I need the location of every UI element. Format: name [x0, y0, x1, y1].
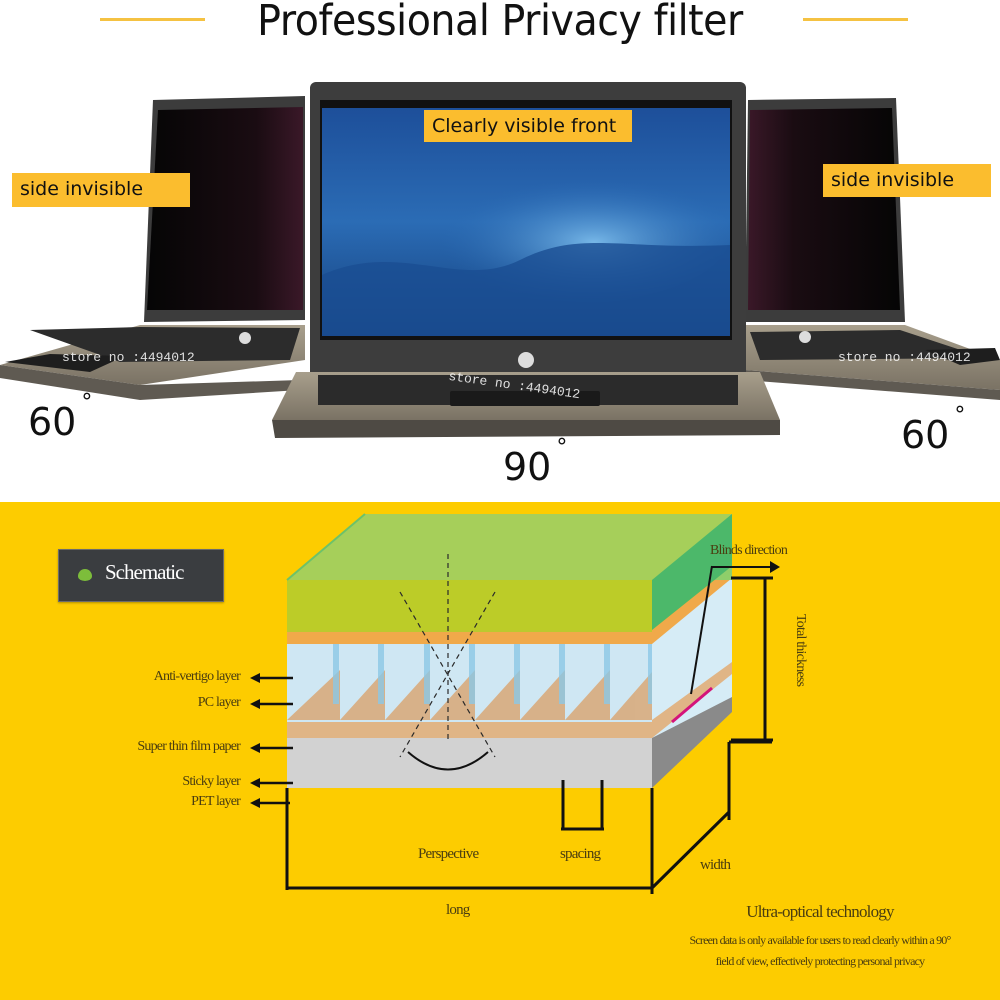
leaf-bullet-icon — [78, 569, 92, 581]
perspective-label: Perspective — [418, 846, 479, 862]
long-label: long — [446, 902, 470, 918]
watermark-left: store no :4494012 — [62, 350, 195, 365]
angle-right: 60° — [901, 403, 965, 457]
watermark-right: store no :4494012 — [838, 350, 971, 365]
layer-label-pet: PET layer — [191, 794, 241, 809]
label-side-invisible-right: side invisible — [823, 164, 991, 197]
caption-line-1: Screen data is only available for users … — [689, 933, 952, 947]
laptops-illustration — [0, 82, 1000, 438]
caption-line-2: field of view, effectively protecting pe… — [715, 954, 926, 968]
schematic-section: Schematic Anti-vertigo layer PC layer Su… — [0, 502, 1000, 1000]
schematic-label: Schematic — [105, 560, 184, 584]
layer-label-pc: PC layer — [197, 695, 241, 710]
degree-symbol: ° — [954, 403, 966, 428]
angle-left: 60° — [28, 390, 92, 444]
angle-right-value: 60 — [901, 413, 950, 457]
angle-center: 90° — [503, 435, 567, 489]
schematic-badge: Schematic — [58, 549, 224, 602]
degree-symbol: ° — [556, 435, 568, 460]
angle-center-value: 90 — [503, 445, 552, 489]
spacing-label: spacing — [560, 846, 601, 862]
width-label: width — [700, 857, 731, 873]
page-title: Professional Privacy filter — [257, 0, 743, 46]
caption-title: Ultra-optical technology — [746, 902, 894, 921]
label-side-invisible-left: side invisible — [12, 173, 190, 207]
privacy-demo-section: Professional Privacy filter — [0, 0, 1000, 489]
layer-label-super-thin-film: Super thin film paper — [137, 739, 240, 754]
layer-diagram — [250, 513, 780, 894]
layer-label-sticky: Sticky layer — [182, 774, 240, 789]
layer-label-anti-vertigo: Anti-vertigo layer — [153, 669, 241, 684]
total-thickness-label: Total thickness — [793, 614, 808, 687]
caption-body: Screen data is only available for users … — [640, 930, 1000, 972]
blinds-direction-label: Blinds direction — [710, 543, 788, 558]
header: Professional Privacy filter — [0, 0, 1000, 50]
title-decor-line-right — [803, 18, 908, 21]
title-decor-line-left — [100, 18, 205, 21]
angle-left-value: 60 — [28, 400, 77, 444]
label-clearly-visible-front: Clearly visible front — [424, 110, 632, 142]
degree-symbol: ° — [81, 390, 93, 415]
